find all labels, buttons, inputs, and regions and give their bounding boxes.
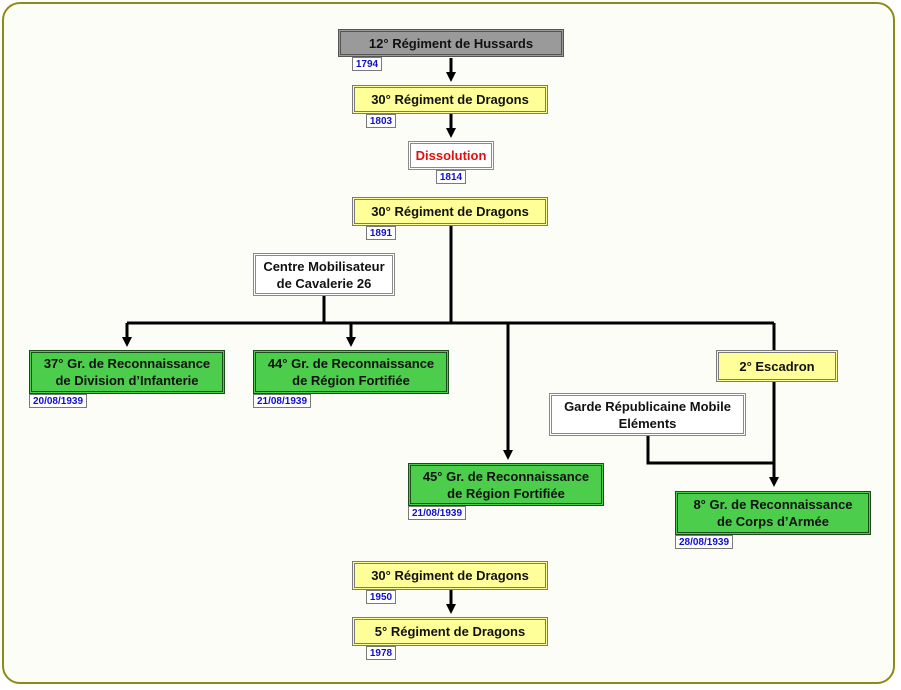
node-30-dragons-1803: 30° Régiment de Dragons xyxy=(352,85,548,114)
node-2-escadron: 2° Escadron xyxy=(716,350,838,382)
date-1978: 1978 xyxy=(366,646,396,660)
node-12-hussards: 12° Régiment de Hussards xyxy=(338,29,564,57)
date-1794: 1794 xyxy=(352,57,382,71)
node-37-gr-reconnaissance: 37° Gr. de Reconnaissance de Division d’… xyxy=(29,350,225,394)
node-garde-republicaine: Garde Républicaine Mobile Eléments xyxy=(549,393,746,436)
date-21-08-1939-gr45: 21/08/1939 xyxy=(408,506,466,520)
node-dissolution: Dissolution xyxy=(408,141,494,170)
node-30-dragons-1950: 30° Régiment de Dragons xyxy=(352,561,548,590)
date-21-08-1939-gr44: 21/08/1939 xyxy=(253,394,311,408)
date-1814: 1814 xyxy=(436,170,466,184)
node-5-dragons: 5° Régiment de Dragons xyxy=(352,617,548,646)
node-cm-cavalerie-26: Centre Mobilisateur de Cavalerie 26 xyxy=(253,253,395,296)
date-1891: 1891 xyxy=(366,226,396,240)
date-1950: 1950 xyxy=(366,590,396,604)
date-28-08-1939: 28/08/1939 xyxy=(675,535,733,549)
date-20-08-1939: 20/08/1939 xyxy=(29,394,87,408)
connector-garde-to-gr8 xyxy=(646,434,774,465)
date-1803: 1803 xyxy=(366,114,396,128)
node-45-gr-reconnaissance: 45° Gr. de Reconnaissance de Région Fort… xyxy=(408,463,604,506)
node-8-gr-reconnaissance: 8° Gr. de Reconnaissance de Corps d’Armé… xyxy=(675,491,871,535)
node-44-gr-reconnaissance: 44° Gr. de Reconnaissance de Région Fort… xyxy=(253,350,449,394)
node-30-dragons-1891: 30° Régiment de Dragons xyxy=(352,197,548,226)
